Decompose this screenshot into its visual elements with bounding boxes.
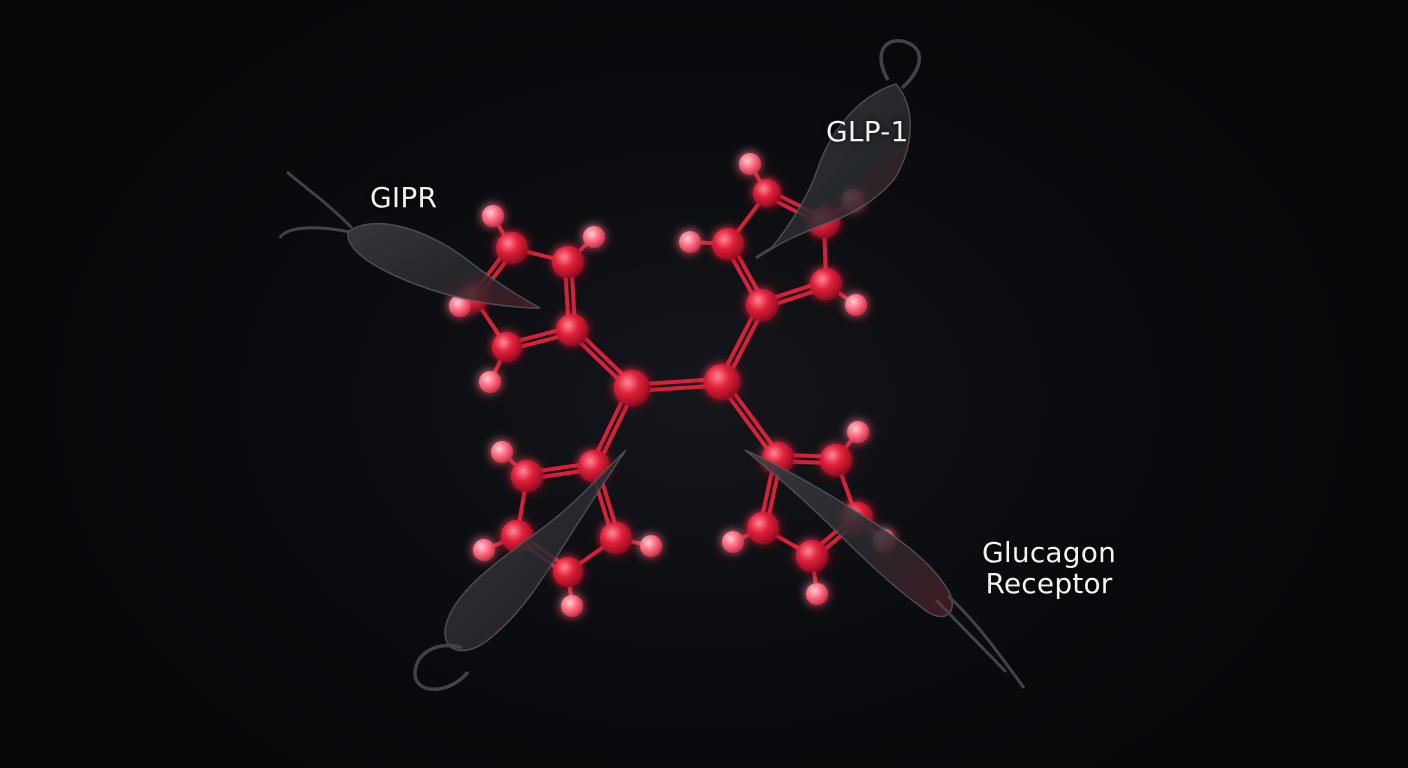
molecule-atom xyxy=(556,314,588,346)
label-gipr: GIPR xyxy=(370,181,438,214)
molecule-atoms xyxy=(449,153,895,617)
molecule-atom xyxy=(704,364,740,400)
molecule-atom xyxy=(753,179,781,207)
label-glp1: GLP-1 xyxy=(826,115,909,148)
molecule-atom xyxy=(747,512,779,544)
molecule-terminal-atom xyxy=(449,295,471,317)
molecule-terminal-atom xyxy=(473,539,495,561)
molecule-terminal-atom xyxy=(583,226,605,248)
receptor-gipr xyxy=(278,170,541,309)
molecule-atom xyxy=(712,228,744,260)
molecule-atom xyxy=(796,540,828,572)
molecule-terminal-atom xyxy=(561,595,583,617)
molecule-terminal-atom xyxy=(640,535,662,557)
receptor-glp1-lower xyxy=(413,449,627,691)
molecule-terminal-atom xyxy=(482,205,504,227)
molecule-atom xyxy=(552,246,584,278)
molecule-atom xyxy=(746,289,778,321)
molecule-atom xyxy=(820,444,852,476)
molecule-terminal-atom xyxy=(722,531,744,553)
molecule-atom xyxy=(511,460,543,492)
molecule-terminal-atom xyxy=(739,153,761,175)
molecule-terminal-atom xyxy=(845,294,867,316)
molecule-atom xyxy=(492,332,522,362)
label-glucagon-receptor: Glucagon Receptor xyxy=(982,536,1117,600)
molecule-terminal-atom xyxy=(847,421,869,443)
molecule-terminal-atom xyxy=(806,583,828,605)
molecule-terminal-atom xyxy=(479,371,501,393)
molecule-atom xyxy=(600,522,632,554)
molecule-atom xyxy=(496,232,528,264)
molecule-atom xyxy=(810,268,842,300)
molecule-atom xyxy=(614,370,650,406)
receptor-glp1 xyxy=(755,39,922,260)
molecule-atom xyxy=(553,557,583,587)
molecule-terminal-atom xyxy=(679,231,701,253)
receptor-glucagon xyxy=(744,449,1026,689)
molecule-terminal-atom xyxy=(491,441,513,463)
